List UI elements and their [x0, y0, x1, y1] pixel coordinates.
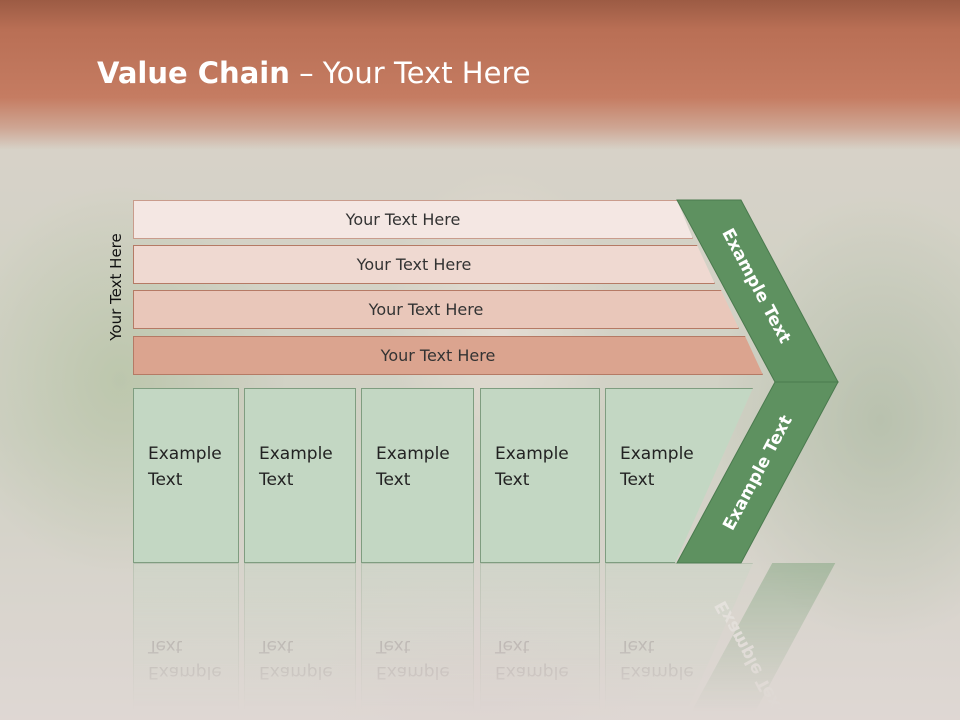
margin-chevron-lower	[676, 381, 839, 564]
support-bar-label: Your Text Here	[356, 255, 472, 274]
support-bar-label: Your Text Here	[368, 300, 484, 319]
title-bold: Value Chain	[97, 56, 290, 90]
slide-title: Value Chain – Your Text Here	[97, 56, 531, 90]
support-bar-1: Your Text Here	[133, 200, 693, 239]
box-text-line-2: Text	[376, 470, 411, 490]
box-text-line-1: Example	[148, 444, 222, 464]
title-rest: – Your Text Here	[289, 56, 531, 90]
reflection-chevron-shape	[677, 563, 838, 720]
support-bar-4: Your Text Here	[133, 336, 763, 375]
box-text-line-1: Example	[620, 444, 694, 464]
support-bar-label: Your Text Here	[380, 346, 496, 365]
support-bar-label: Your Text Here	[345, 210, 461, 229]
box-text-line-2: Text	[495, 470, 530, 490]
support-bar-2: Your Text Here	[133, 245, 715, 284]
reflection-chevron: Example Text	[677, 563, 838, 720]
support-bar-3: Your Text Here	[133, 290, 739, 329]
box-text-line-1: Example	[495, 444, 569, 464]
box-text-line-2: Text	[620, 470, 655, 490]
box-text-line-1: Example	[259, 444, 333, 464]
box-text-line-2: Text	[148, 470, 183, 490]
box-text-line-2: Text	[259, 470, 294, 490]
header-band	[0, 0, 960, 150]
box-text-line-1: Example	[376, 444, 450, 464]
